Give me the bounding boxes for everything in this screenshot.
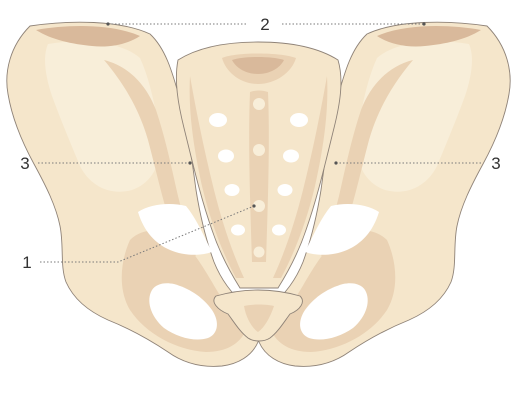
sacral-foramen-left-4 <box>231 225 245 236</box>
median-sacral-crest <box>249 91 269 263</box>
pelvis-bones <box>7 22 510 366</box>
sacral-foramen-left-1 <box>209 113 227 127</box>
sacral-tubercle-4 <box>254 247 265 258</box>
sacral-tubercle-2 <box>253 144 265 156</box>
leader-dot-3-left <box>188 161 191 164</box>
leader-dot-2-right <box>422 22 425 25</box>
label-2: 2 <box>260 15 269 34</box>
leader-dot-3-right <box>334 161 337 164</box>
sacral-foramen-right-4 <box>272 225 286 236</box>
sacral-foramen-right-3 <box>278 184 293 196</box>
sacral-tubercle-1 <box>253 98 265 110</box>
label-3-left: 3 <box>20 154 29 173</box>
sacral-foramen-left-2 <box>218 150 234 163</box>
sacral-foramen-right-2 <box>283 150 299 163</box>
sacral-foramen-right-1 <box>290 113 308 127</box>
label-1: 1 <box>22 253 31 272</box>
label-3-right: 3 <box>491 154 500 173</box>
leader-dot-1 <box>252 204 255 207</box>
sacral-foramen-left-3 <box>225 184 240 196</box>
leader-dot-2-left <box>106 22 109 25</box>
